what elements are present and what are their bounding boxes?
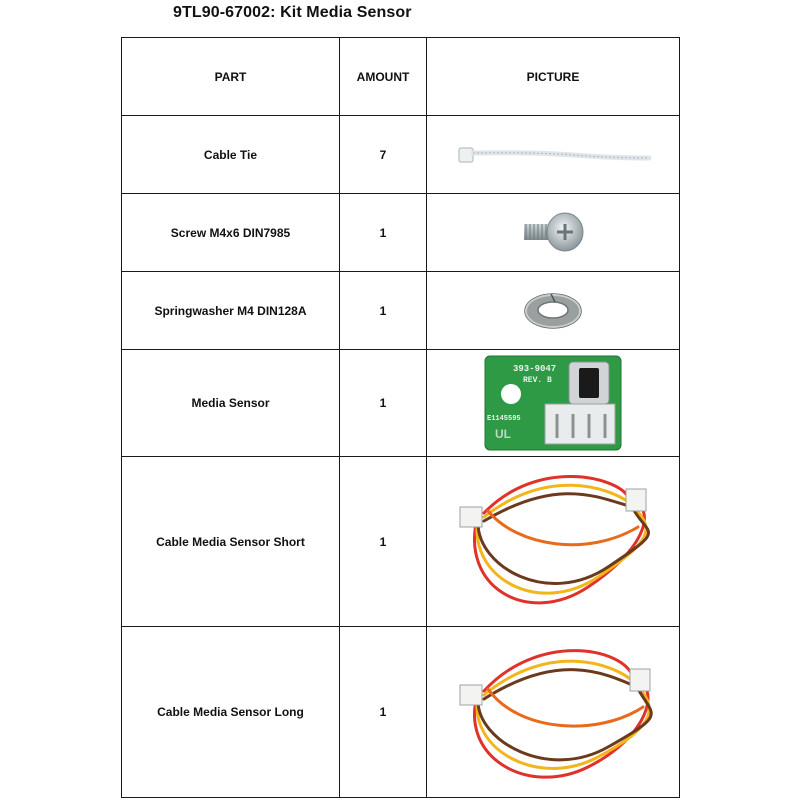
part-name: Cable Tie xyxy=(121,115,340,194)
table-row: Cable Media Sensor Long 1 xyxy=(121,626,680,798)
header-picture: PICTURE xyxy=(426,37,680,116)
part-amount: 1 xyxy=(339,349,427,457)
table-row: Springwasher M4 DIN128A 1 xyxy=(121,271,680,350)
part-amount: 1 xyxy=(339,626,427,798)
springwasher-image xyxy=(524,292,582,329)
part-amount: 7 xyxy=(339,115,427,194)
page-title: 9TL90-67002: Kit Media Sensor xyxy=(173,4,412,21)
table-header-row: PART AMOUNT PICTURE xyxy=(121,37,680,116)
table-row: Cable Tie 7 xyxy=(121,115,680,194)
part-picture xyxy=(426,115,680,194)
header-part: PART xyxy=(121,37,340,116)
board-certification: E1145595 xyxy=(487,415,521,423)
part-amount: 1 xyxy=(339,193,427,272)
media-sensor-board-image: 393-9047 REV. B E1145595 UL xyxy=(484,355,622,451)
part-amount: 1 xyxy=(339,271,427,350)
board-revision: REV. B xyxy=(523,376,552,385)
header-amount: AMOUNT xyxy=(339,37,427,116)
table-row: Media Sensor 1 393-9047 REV. B E1145595 … xyxy=(121,349,680,457)
cable-tie-image xyxy=(458,146,652,163)
part-picture xyxy=(426,456,680,627)
part-amount: 1 xyxy=(339,456,427,627)
screw-image xyxy=(524,212,584,251)
cable-long-image xyxy=(459,649,653,779)
part-name: Cable Media Sensor Long xyxy=(121,626,340,798)
board-part-number: 393-9047 xyxy=(513,364,556,374)
part-picture xyxy=(426,193,680,272)
part-picture xyxy=(426,626,680,798)
table-row: Screw M4x6 DIN7985 1 xyxy=(121,193,680,272)
part-name: Springwasher M4 DIN128A xyxy=(121,271,340,350)
parts-table: PART AMOUNT PICTURE Cable Tie 7 Screw M4… xyxy=(121,37,680,798)
part-picture: 393-9047 REV. B E1145595 UL xyxy=(426,349,680,457)
cable-short-image xyxy=(459,474,650,604)
part-name: Cable Media Sensor Short xyxy=(121,456,340,627)
svg-text:UL: UL xyxy=(495,427,511,441)
part-name: Screw M4x6 DIN7985 xyxy=(121,193,340,272)
table-row: Cable Media Sensor Short 1 xyxy=(121,456,680,627)
part-name: Media Sensor xyxy=(121,349,340,457)
part-picture xyxy=(426,271,680,350)
